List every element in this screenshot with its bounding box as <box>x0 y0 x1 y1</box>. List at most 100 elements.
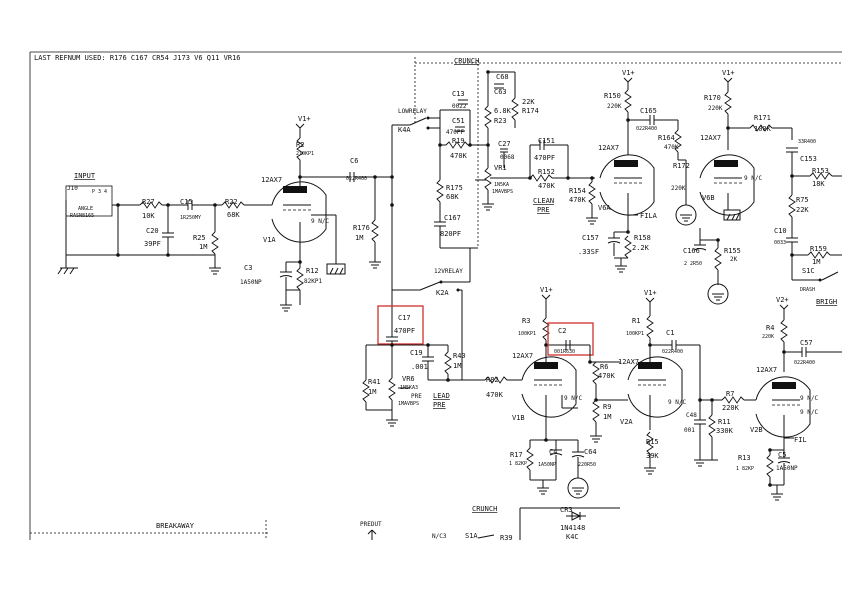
r41-value: 1M <box>368 388 376 396</box>
c151-label: C151 <box>538 137 555 145</box>
c33-value: 33R400 <box>798 139 816 145</box>
v2b-fil: FIL <box>794 436 807 444</box>
vr6-value-a: 1N5KA3 <box>400 385 418 391</box>
r19-label: R19 <box>452 137 465 145</box>
c13-label: C13 <box>452 90 465 98</box>
r170-label: R170 <box>704 94 721 102</box>
tube-v1a: V1+ R2 210KP1 12AX7 V1A 9 N/C C3 1A50NP … <box>240 115 350 312</box>
v1a-type: 12AX7 <box>261 176 282 184</box>
k4c-label: K4C <box>566 533 579 541</box>
r154-group: R154 470K <box>569 176 598 225</box>
last-refnum-note: LAST REFNUM USED: R176 C167 CR54 J173 V6… <box>34 54 241 62</box>
c3-label: C3 <box>244 264 252 272</box>
r19-value: 470K <box>450 152 468 160</box>
r82-label: R82 <box>486 376 499 384</box>
c167-label: C167 <box>444 214 461 222</box>
r158-value: 2.2K <box>632 244 650 252</box>
r159-label: R159 <box>810 245 827 253</box>
v1b-nc: 9 N/C <box>564 395 582 402</box>
r6-value: 470K <box>598 372 616 380</box>
v1b-type: 12AX7 <box>512 352 533 360</box>
c165-label: C165 <box>640 107 657 115</box>
v1a-label: V1A <box>263 236 276 244</box>
v1plus-label-b: V1+ <box>622 69 635 77</box>
c166-group: C166 2 2R50 R155 2K <box>683 228 741 305</box>
j10-part: RASN8165 <box>70 213 94 219</box>
vr6-value-b: 1MAVBPS <box>398 401 419 407</box>
vr6-pre: PRE <box>411 393 422 400</box>
v6a-label: V6A <box>598 204 611 212</box>
c57-label: C57 <box>800 339 813 347</box>
input-section: INPUT J10 P 3 4 ANGLE RASN8165 R27 10K C… <box>57 172 272 275</box>
r2-label: R2 <box>296 141 304 149</box>
c6-label: C6 <box>350 157 358 165</box>
vr1-value-b: 1MAVBPS <box>492 189 513 195</box>
r40-label: R40 <box>453 352 466 360</box>
r82-group: R82 470K <box>484 376 522 399</box>
v6a-fila: FILA <box>640 212 658 220</box>
coupling-c6: C6 022R400 R176 1M <box>346 157 392 269</box>
r17-label: R17 <box>510 451 523 459</box>
v6b-nc: 9 N/C <box>744 175 762 182</box>
tube-v2a: V1+ R1 100KP1 C1 022R400 12AX7 V2A 9 N/C… <box>618 289 701 475</box>
r171-value: 100K <box>754 125 772 133</box>
r3-label: R3 <box>522 317 530 325</box>
v1plus-label-e: V1+ <box>644 289 657 297</box>
bottom-row: BREAKAWAY PREDUT CRUNCH N/C3 S1A R39 CR3… <box>156 505 620 542</box>
r158-label: R158 <box>634 234 651 242</box>
r40-value: 1M <box>453 362 461 370</box>
crunch-block: CRUNCH <box>414 57 842 248</box>
c2-highlight-box <box>547 322 594 356</box>
r1-value: 100KP1 <box>626 331 644 337</box>
predut-label: PREDUT <box>360 521 382 528</box>
r159-value: 1M <box>812 258 820 266</box>
r172-label: R172 <box>673 162 690 170</box>
r152-value: 470K <box>538 182 556 190</box>
c48-label: C48 <box>686 412 697 419</box>
clean-pre-line2: PRE <box>537 206 550 214</box>
c51-value: 470PF <box>446 129 464 136</box>
r39-label: R39 <box>500 534 513 542</box>
c48-value: 001 <box>684 427 695 434</box>
crunch-plate: C68 C63 22K R174 6.8K R23 <box>484 70 539 147</box>
r12-label: R12 <box>306 267 319 275</box>
c167-value: 820PF <box>440 230 461 238</box>
c64-value: 220R50 <box>578 462 596 468</box>
r172-value: 220K <box>671 185 686 192</box>
j10-pins: P 3 4 <box>92 189 107 195</box>
r1-label: R1 <box>632 317 640 325</box>
c17-value: 470PF <box>394 327 415 335</box>
c19-value: .001 <box>411 363 428 371</box>
c10-value: 0033 <box>774 240 786 246</box>
tube-v2b: V2+ R4 220K C57 022R400 12AX7 V2B 9 N/C … <box>736 296 842 501</box>
r176-value: 1M <box>355 234 363 242</box>
r171-label: R171 <box>754 114 771 122</box>
v1plus-label-a: V1+ <box>298 115 311 123</box>
c17-label: C17 <box>398 314 411 322</box>
c20-value: 39PF <box>144 240 161 248</box>
r155-value: 2K <box>730 256 738 263</box>
r164-label: R164 <box>658 134 675 142</box>
r23-value: 6.8K <box>494 107 512 115</box>
clean-pre-line1: CLEAN <box>533 197 554 205</box>
c5-value: 1A50NP <box>776 465 798 472</box>
r13-value: 1 82KP <box>736 466 754 472</box>
v2b-nc: 9 N/C <box>800 409 818 416</box>
input-label: INPUT <box>74 172 96 180</box>
r23-label: R23 <box>494 117 507 125</box>
v2a-type: 12AX7 <box>618 358 639 366</box>
c15-label: C15 <box>180 198 193 206</box>
r174-label: R174 <box>522 107 539 115</box>
v2b-nc-a: 9 N/C <box>800 395 818 402</box>
c153-label: C153 <box>800 155 817 163</box>
r175-value: 68K <box>446 193 459 201</box>
r22-value: 68K <box>227 211 240 219</box>
sheet-frame <box>29 51 842 540</box>
r7-value: 220K <box>722 404 740 412</box>
k4a-label: K4A <box>398 126 411 134</box>
r25-value: 1M <box>199 243 207 251</box>
r154-label: R154 <box>569 187 586 195</box>
c10-label: C10 <box>774 227 787 235</box>
crunch-bottom-label: CRUNCH <box>472 505 497 513</box>
